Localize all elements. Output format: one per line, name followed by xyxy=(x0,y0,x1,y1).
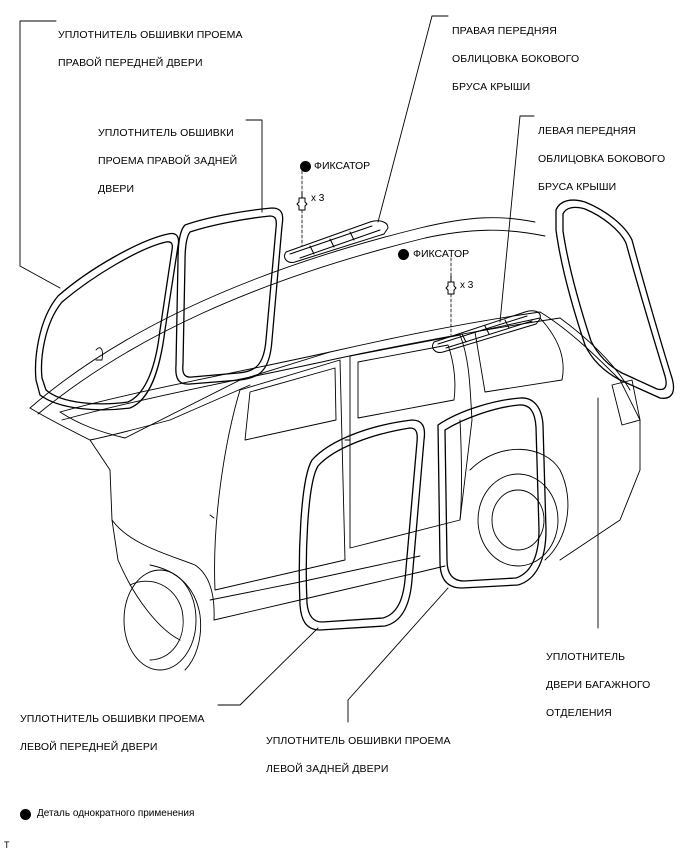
label-right-front-roof-side-garnish: ПРАВАЯ ПЕРЕДНЯЯ ОБЛИЦОВКА БОКОВОГО БРУСА… xyxy=(452,25,580,93)
legend-single-use-icon xyxy=(20,809,31,820)
clip-icons xyxy=(296,191,457,295)
label-left-front-roof-side-garnish: ЛЕВАЯ ПЕРЕДНЯЯ ОБЛИЦОВКА БОКОВОГО БРУСА … xyxy=(538,125,666,193)
left-garnish-shape xyxy=(432,310,541,353)
clip-icon-1 xyxy=(296,197,308,211)
single-use-marker-1 xyxy=(300,161,311,172)
clip-label-1: ФИКСАТОР xyxy=(314,160,371,172)
legend-text: Деталь однократного применения xyxy=(37,808,195,819)
back-door-weatherstrip-shape xyxy=(555,199,675,399)
label-left-front-door-weatherstrip: УПЛОТНИТЕЛЬ ОБШИВКИ ПРОЕМА ЛЕВОЙ ПЕРЕДНЕ… xyxy=(20,713,205,753)
clip-icon-2 xyxy=(445,281,457,295)
clip-quantity-2: x 3 xyxy=(460,280,474,291)
left-front-door-weatherstrip-shape xyxy=(298,419,426,631)
single-use-marker-2 xyxy=(398,249,409,260)
clip-quantity-1: x 3 xyxy=(311,193,325,204)
right-rear-door-weatherstrip-shape xyxy=(175,207,284,385)
clip-label-2: ФИКСАТОР xyxy=(413,248,470,260)
figure-id: T xyxy=(4,840,10,850)
right-garnish-shape xyxy=(284,220,389,263)
vehicle-body xyxy=(29,217,641,671)
weatherstrip-outlines xyxy=(34,199,675,631)
label-right-front-door-weatherstrip: УПЛОТНИТЕЛЬ ОБШИВКИ ПРОЕМА ПРАВОЙ ПЕРЕДН… xyxy=(58,29,243,69)
label-back-door-weatherstrip: УПЛОТНИТЕЛЬ ДВЕРИ БАГАЖНОГО ОТДЕЛЕНИЯ xyxy=(546,651,651,719)
leader-lines xyxy=(19,15,599,723)
label-left-rear-door-weatherstrip: УПЛОТНИТЕЛЬ ОБШИВКИ ПРОЕМА ЛЕВОЙ ЗАДНЕЙ … xyxy=(266,735,451,775)
right-front-door-weatherstrip-shape xyxy=(34,232,180,411)
left-rear-door-weatherstrip-shape xyxy=(437,397,547,589)
label-right-rear-door-weatherstrip: УПЛОТНИТЕЛЬ ОБШИВКИ ПРОЕМА ПРАВОЙ ЗАДНЕЙ… xyxy=(98,127,238,195)
roof-side-garnishes xyxy=(284,220,541,353)
